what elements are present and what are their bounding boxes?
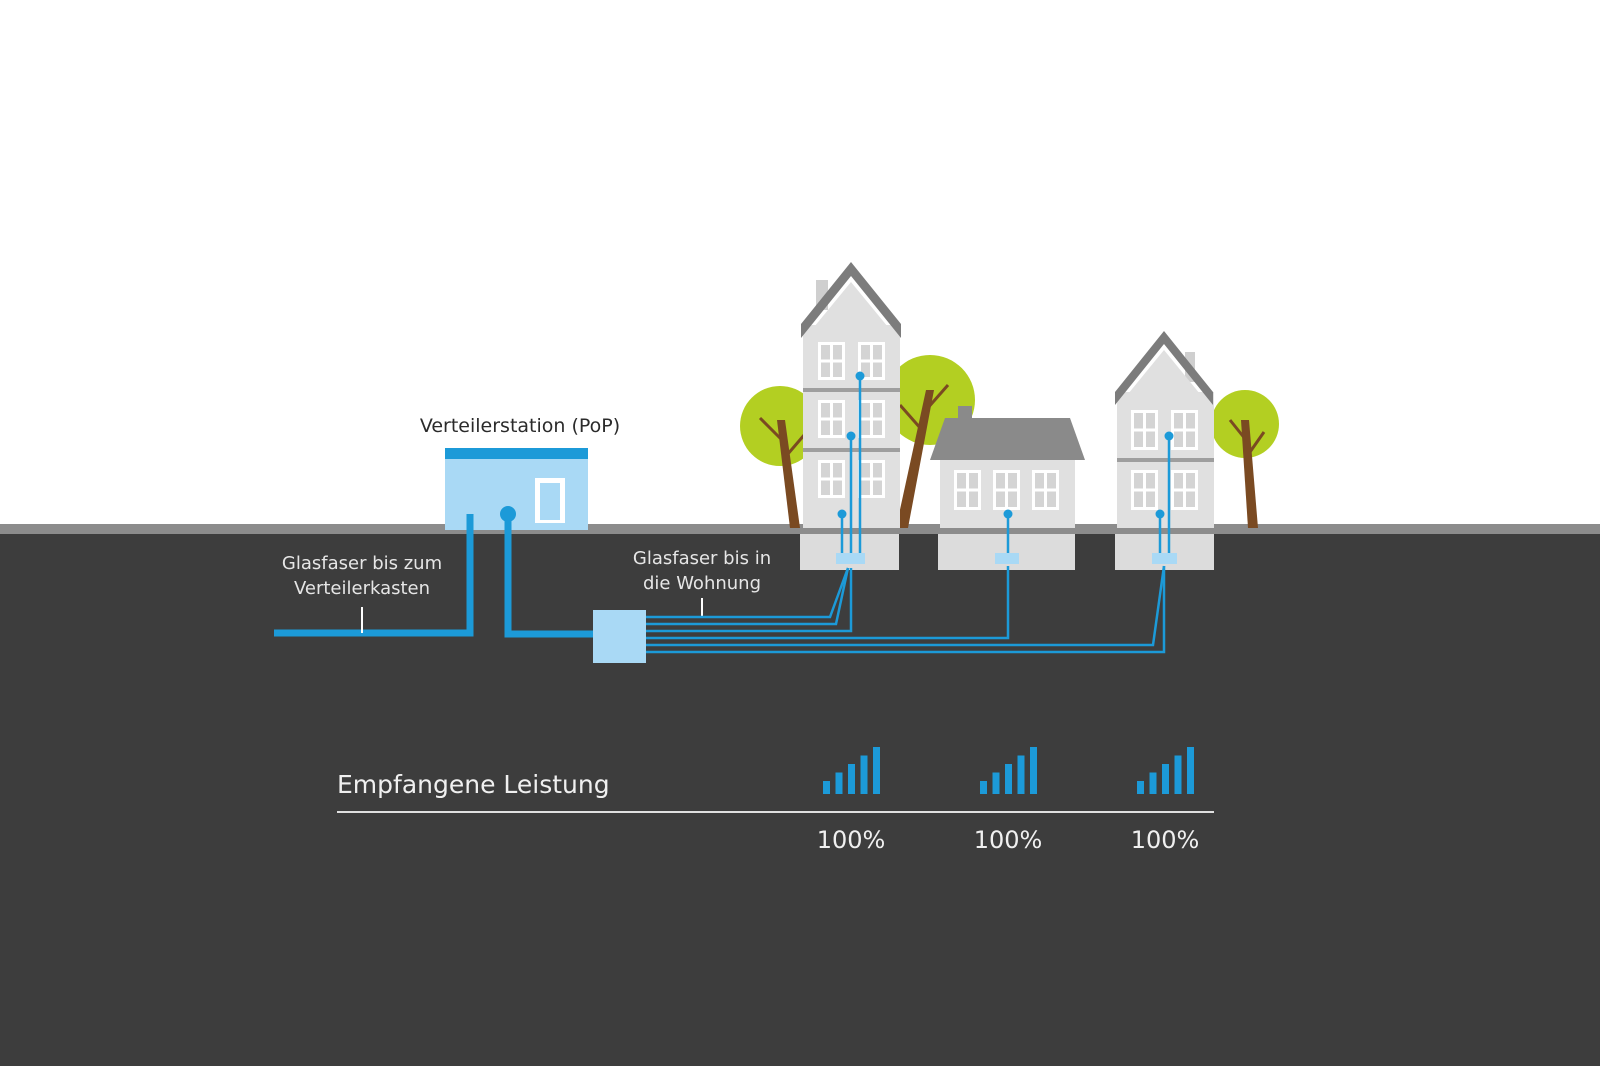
window [1171, 410, 1198, 450]
window [1131, 470, 1158, 510]
signal-strength-icon [980, 747, 1037, 794]
station-label: Verteilerstation (PoP) [419, 415, 621, 437]
connection-box-middle [995, 553, 1019, 564]
fiber-to-home-label: Glasfaser bis in die Wohnung [612, 546, 792, 596]
basement-left [800, 534, 899, 570]
signal-bar [823, 781, 830, 794]
signal-bar [1137, 781, 1144, 794]
signal-bar [835, 772, 843, 794]
apartment-house-right [1115, 331, 1214, 528]
window [1131, 410, 1158, 450]
connection-box-right [1152, 553, 1177, 564]
signal-bar [1017, 755, 1025, 794]
fiber-to-home-label-line2: die Wohnung [642, 573, 762, 594]
underground [0, 530, 1600, 1066]
tree-right [1211, 390, 1279, 528]
signal-bar [1162, 764, 1169, 794]
apartment-right-windows [1131, 410, 1198, 510]
signal-bar [1005, 764, 1012, 794]
window [858, 400, 885, 438]
window [1032, 470, 1059, 510]
fiber-to-cabinet-label-line2: Verteilerkasten [293, 578, 431, 599]
power-value-left: 100% [816, 826, 886, 854]
fiber-to-cabinet-label-line1: Glasfaser bis zum [281, 553, 443, 574]
window [818, 460, 845, 498]
signal-bar [1174, 755, 1182, 794]
basement-right [1115, 534, 1214, 570]
window [993, 470, 1020, 510]
power-value-right: 100% [1130, 826, 1200, 854]
fiber-to-home-label-line1: Glasfaser bis in [632, 548, 772, 569]
signal-bar [848, 764, 855, 794]
basement-middle [938, 534, 1075, 570]
fiber-to-home-lines [646, 565, 1166, 654]
splitter-box [593, 610, 646, 663]
connection-box-left [836, 553, 865, 564]
signal-strength-icon [823, 747, 880, 794]
signal-bar [860, 755, 868, 794]
signal-bar [1187, 747, 1194, 794]
window [858, 460, 885, 498]
distribution-station [445, 448, 588, 530]
signal-strength-icon [1137, 747, 1194, 794]
signal-strength-icons [823, 747, 1194, 794]
fiber-to-cabinet-label: Glasfaser bis zum Verteilerkasten [262, 551, 462, 601]
signal-bar [992, 772, 1000, 794]
signal-bar [980, 781, 987, 794]
window [1171, 470, 1198, 510]
window [818, 400, 845, 438]
tree-left [740, 386, 820, 528]
window [954, 470, 981, 510]
fiber-station-to-splitter [504, 514, 594, 638]
signal-bar [1149, 772, 1157, 794]
legend-title: Empfangene Leistung [337, 770, 610, 799]
house-middle-windows [954, 470, 1059, 510]
window [818, 342, 845, 380]
signal-bar [873, 747, 880, 794]
fiber-to-cabinet-line [274, 514, 474, 637]
in-house-fiber-endpoints [837, 371, 1174, 519]
ground-line [0, 524, 1600, 534]
in-house-fibers [840, 376, 1171, 553]
signal-bar [1030, 747, 1037, 794]
power-value-middle: 100% [973, 826, 1043, 854]
apartment-left-windows [818, 342, 885, 498]
